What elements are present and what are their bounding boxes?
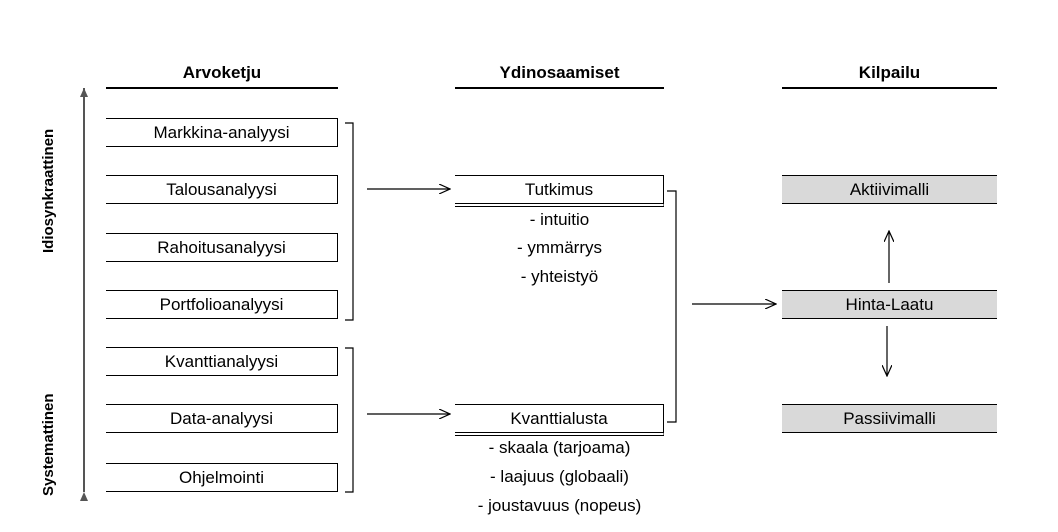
competition-passive-model: Passiivimalli (782, 404, 997, 433)
bracket-top-group (345, 122, 354, 321)
competition-price-quality: Hinta-Laatu (782, 290, 997, 319)
header-competition-rule (782, 87, 997, 89)
core-research-item: - ymmärrys (517, 238, 602, 257)
core-quant-item: - joustavuus (nopeus) (477, 496, 642, 515)
header-value-chain-rule (106, 87, 338, 89)
value-chain-box-quant: Kvanttianalyysi (106, 347, 338, 376)
header-value-chain: Arvoketju (182, 63, 262, 82)
core-quant-item: - skaala (tarjoama) (488, 438, 631, 457)
core-quant-item: - laajuus (globaali) (490, 467, 629, 486)
competition-active-model: Aktiivimalli (782, 175, 997, 204)
value-chain-box-financial: Talousanalyysi (106, 175, 338, 204)
core-research-box: Tutkimus (455, 175, 664, 207)
core-research-item: - intuitio (529, 210, 590, 229)
header-core-competencies-rule (455, 87, 664, 89)
core-quant-platform-box: Kvanttialusta (455, 404, 664, 436)
value-chain-box-data: Data-analyysi (106, 404, 338, 433)
bracket-core (667, 190, 677, 423)
value-chain-box-programming: Ohjelmointi (106, 463, 338, 492)
core-research-item: - yhteistyö (520, 267, 599, 286)
value-chain-box-portfolio: Portfolioanalyysi (106, 290, 338, 319)
bracket-bottom-group (345, 347, 354, 493)
header-core-competencies: Ydinosaamiset (499, 63, 620, 82)
header-competition: Kilpailu (858, 63, 921, 82)
value-chain-box-funding: Rahoitusanalyysi (106, 233, 338, 262)
value-chain-box-market: Markkina-analyysi (106, 118, 338, 147)
